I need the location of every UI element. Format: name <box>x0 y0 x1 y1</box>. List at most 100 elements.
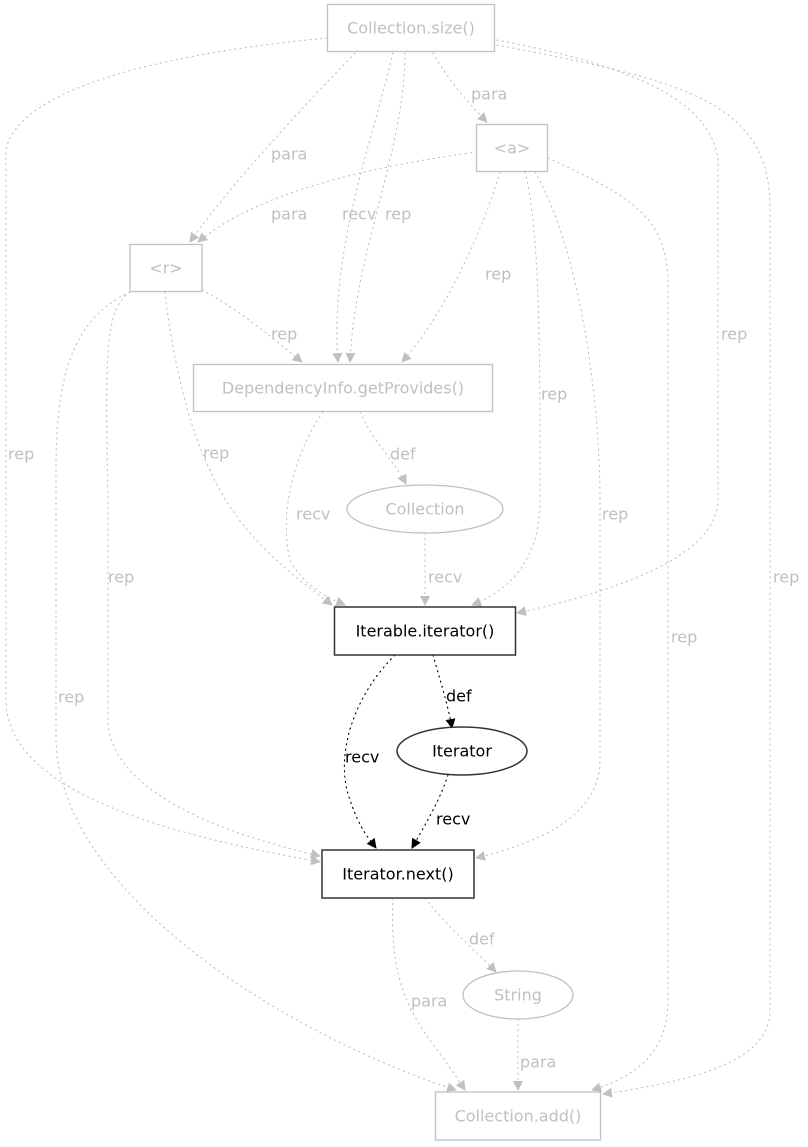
edge-label: recv <box>428 568 462 587</box>
edge-label: rep <box>58 688 84 707</box>
node-iterator[interactable]: Iterator <box>396 726 528 776</box>
node-label: DependencyInfo.getProvides() <box>222 379 464 398</box>
edge-label: rep <box>541 385 567 404</box>
edge-line <box>496 44 771 1098</box>
edge-size-to-add-rep: rep <box>496 44 799 1098</box>
edge-line <box>55 291 457 1093</box>
edge-r-to-next-rep: rep <box>106 291 321 859</box>
edge-iter-to-next-recv: recv <box>343 654 396 849</box>
node-ellipse <box>462 970 574 1020</box>
edge-line <box>424 897 497 973</box>
edge-size-to-getprov-recv: recv <box>332 52 394 363</box>
edge-next-to-string-def: def <box>424 897 497 973</box>
edge-line <box>285 411 346 607</box>
node-string[interactable]: String <box>462 970 574 1020</box>
node-label: Iterator <box>432 742 492 761</box>
node-label: String <box>494 986 542 1005</box>
edge-r-to-iter-rep: rep <box>164 291 333 606</box>
edge-label: def <box>390 445 416 464</box>
edge-label: rep <box>485 265 511 284</box>
nodes-layer: Collection.size() <a> <r> DependencyInfo.ge… <box>129 3 602 1141</box>
edge-string-to-add-para: para <box>513 1018 556 1091</box>
node-a[interactable]: <a> <box>475 123 549 173</box>
node-box <box>192 363 494 413</box>
node-box <box>129 243 203 293</box>
edge-label: para <box>520 1053 556 1072</box>
edge-label: recv <box>342 205 376 224</box>
edge-line <box>359 411 407 485</box>
edge-label: rep <box>8 445 34 464</box>
edge-label: rep <box>721 325 747 344</box>
node-label: Collection.size() <box>347 19 475 38</box>
edge-iterator-to-next-recv: recv <box>411 774 470 849</box>
edge-size-to-r-para: para <box>189 52 356 243</box>
edge-size-to-getprov-rep: rep <box>345 52 411 363</box>
edge-line <box>391 897 466 1091</box>
edge-a-to-r-para: para <box>197 151 478 243</box>
node-ellipse <box>346 484 504 534</box>
edge-label: para <box>271 205 307 224</box>
node-add[interactable]: Collection.add() <box>434 1091 602 1141</box>
node-label: <r> <box>149 259 182 278</box>
node-box <box>326 3 496 53</box>
edge-getprov-to-iter-recv: recv <box>285 411 346 607</box>
edge-size-to-a-para: para <box>432 52 507 123</box>
edge-label: def <box>469 930 495 949</box>
edge-label: rep <box>271 325 297 344</box>
edge-label: rep <box>385 205 411 224</box>
node-box <box>321 849 475 899</box>
edge-line <box>401 171 501 363</box>
edge-coll-to-iter-recv: recv <box>420 532 462 606</box>
node-size[interactable]: Collection.size() <box>326 3 496 53</box>
node-iter[interactable]: Iterable.iterator() <box>333 606 517 656</box>
edge-a-to-next-rep: rep <box>475 171 628 861</box>
edge-line <box>332 52 394 363</box>
edge-getprov-to-coll-def: def <box>359 411 416 485</box>
edge-line <box>471 171 541 607</box>
edge-line <box>201 289 303 363</box>
edge-r-to-getprov-rep: rep <box>201 289 303 363</box>
node-label: Iterable.iterator() <box>356 622 495 641</box>
node-getprov[interactable]: DependencyInfo.getProvides() <box>192 363 494 413</box>
edge-label: def <box>446 687 472 706</box>
edge-label: rep <box>108 568 134 587</box>
edge-label: para <box>411 992 447 1011</box>
node-label: Collection.add() <box>455 1107 582 1126</box>
edge-label: rep <box>671 628 697 647</box>
node-r[interactable]: <r> <box>129 243 203 293</box>
node-label: Iterator.next() <box>342 865 453 884</box>
edge-line <box>343 654 396 849</box>
node-box <box>475 123 549 173</box>
edge-line <box>475 171 601 861</box>
edge-line <box>5 37 328 866</box>
edge-a-to-getprov-rep: rep <box>401 171 511 363</box>
edge-size-to-next-rep: rep <box>5 37 328 866</box>
edge-line <box>547 157 669 1093</box>
edge-a-to-iter-rep: rep <box>471 171 567 607</box>
edge-label: rep <box>773 568 799 587</box>
node-next[interactable]: Iterator.next() <box>321 849 475 899</box>
node-label: <a> <box>494 139 531 158</box>
node-box <box>333 606 517 656</box>
edge-line <box>189 52 356 243</box>
edge-label: para <box>271 145 307 164</box>
edge-line <box>106 291 321 859</box>
edge-line <box>345 52 406 363</box>
node-ellipse <box>396 726 528 776</box>
edge-line <box>496 39 719 616</box>
edge-line <box>197 151 478 243</box>
node-coll[interactable]: Collection <box>346 484 504 534</box>
edge-label: recv <box>436 810 470 829</box>
edge-next-to-add-para: para <box>391 897 466 1091</box>
edge-label: recv <box>345 748 379 767</box>
edge-size-to-iter-rep: rep <box>496 39 747 616</box>
edge-r-to-add-rep: rep <box>55 291 457 1093</box>
node-box <box>434 1091 602 1141</box>
edge-label: recv <box>296 505 330 524</box>
edge-line <box>164 291 333 606</box>
node-label: Collection <box>385 500 464 519</box>
edge-iter-to-iterator-def: def <box>432 654 472 729</box>
edge-label: rep <box>203 444 229 463</box>
